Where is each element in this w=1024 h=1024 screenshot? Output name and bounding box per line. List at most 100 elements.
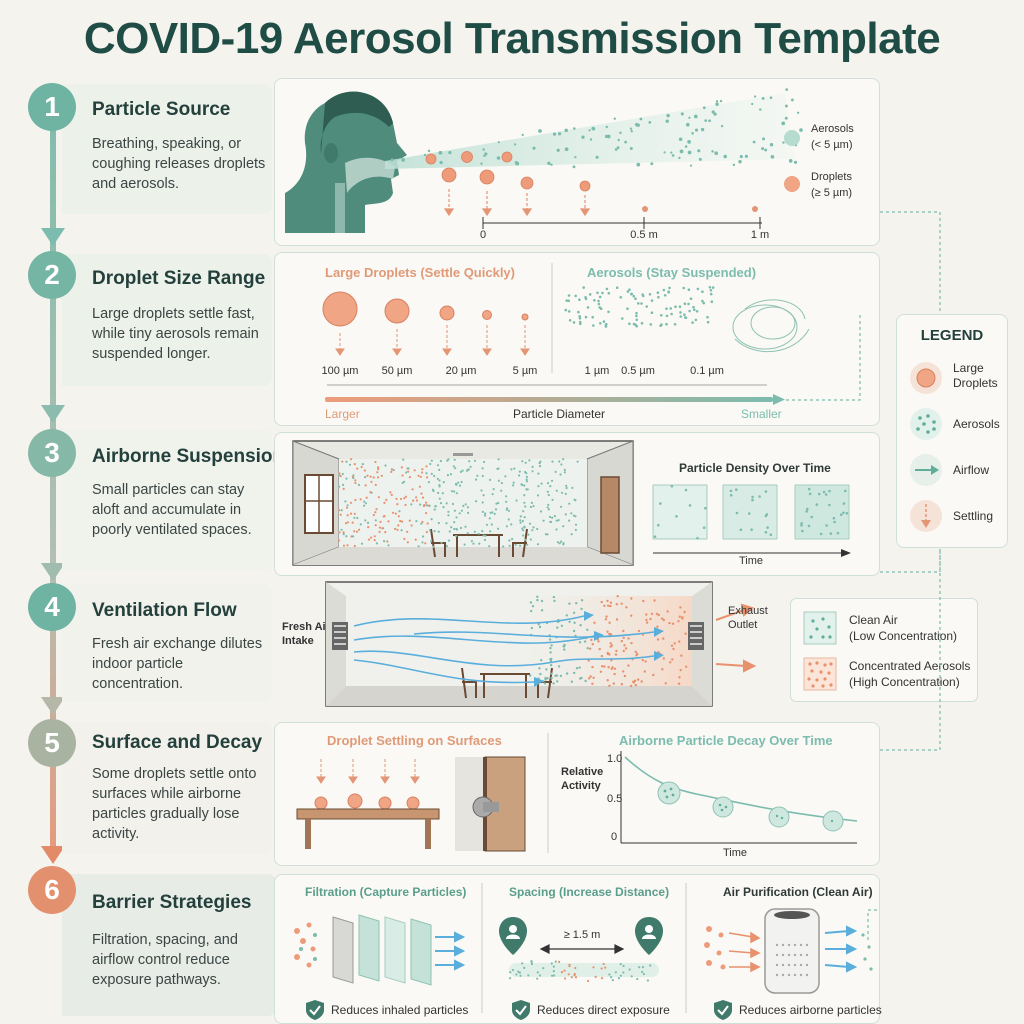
particle-dot (684, 488, 688, 492)
particle-dot (702, 301, 705, 305)
particle-dot (701, 299, 704, 303)
particle-dot (387, 520, 390, 523)
particle-dot (574, 294, 577, 298)
particle-dot (473, 459, 477, 462)
particle-dot (662, 637, 665, 640)
particle-dot (562, 543, 565, 546)
fresh-air-intake-label: Fresh Air Intake (282, 621, 330, 647)
particle-dot (512, 481, 515, 484)
particle-dot (575, 667, 579, 670)
particle-dot (600, 654, 604, 658)
particle-dot (427, 149, 431, 153)
particle-dot (521, 520, 524, 523)
particle-dot (666, 610, 669, 613)
particle-dot (513, 143, 517, 146)
particle-dot (679, 668, 682, 672)
particle-dot (453, 527, 456, 531)
particle-dot (636, 977, 639, 981)
particle-dot (815, 503, 819, 506)
particle-dot (638, 966, 641, 969)
particle-dot (799, 128, 803, 132)
particle-dot (360, 542, 364, 545)
particle-dot (353, 463, 356, 466)
particle-dot (591, 315, 594, 319)
particle-dot (383, 501, 386, 504)
particle-dot (679, 315, 683, 318)
size-label-01: 0.1 µm (690, 365, 724, 377)
particle-dot (396, 503, 399, 506)
door-handle-icon (455, 756, 526, 852)
particle-dot (564, 977, 567, 980)
particle-dot (373, 535, 376, 538)
particle-dot (346, 521, 350, 524)
particle-dot (425, 465, 428, 468)
particle-dot (437, 521, 440, 525)
particle-dot (361, 463, 364, 466)
particle-dot (559, 674, 563, 678)
particle-dot (790, 98, 794, 102)
particle-dot (521, 962, 524, 965)
particle-dot (394, 512, 397, 515)
spacing-people-icon (499, 917, 663, 977)
particle-dot (536, 598, 539, 602)
particle-dot (729, 489, 733, 493)
ytick-1: 1.0 (607, 753, 623, 765)
particle-dot (521, 133, 524, 137)
particle-dot (403, 497, 406, 500)
particle-dot (555, 519, 558, 522)
particle-dot (577, 310, 580, 314)
particle-dot (532, 526, 535, 529)
particle-dot (574, 523, 578, 526)
particle-dot (530, 501, 533, 504)
particle-dot (433, 530, 436, 533)
particle-dot (805, 510, 808, 513)
particle-dot (425, 472, 428, 475)
particle-dot (519, 521, 522, 524)
particle-dot (412, 499, 415, 502)
particle-dot (670, 644, 674, 647)
particle-dot (558, 960, 561, 963)
particle-dot (735, 488, 738, 491)
particle-dot (445, 502, 448, 505)
particle-dot (344, 522, 348, 525)
particle-dot (481, 467, 484, 470)
particle-dot (556, 680, 559, 683)
particle-dot (544, 676, 547, 680)
legend-aerosols: Aerosols (953, 417, 1000, 431)
particle-dot (600, 600, 603, 604)
particle-dot (738, 159, 742, 164)
particle-dot (481, 501, 484, 504)
particle-dot (373, 539, 376, 542)
particle-dot (622, 636, 625, 639)
particle-dot (556, 148, 560, 152)
particle-dot (495, 502, 498, 505)
legend-airflow: Airflow (953, 463, 990, 477)
dist-label-0: 0 (479, 229, 487, 241)
particle-dot (518, 470, 521, 473)
particle-dot (455, 528, 459, 531)
particle-dot (589, 138, 593, 141)
particle-dot (649, 323, 653, 326)
particle-dot (550, 644, 553, 647)
particle-dot (602, 320, 606, 323)
particle-dot (380, 474, 383, 477)
particle-dot (505, 495, 508, 498)
settling-title: Droplet Settling on Surfaces (327, 733, 502, 748)
particle-dot (346, 506, 349, 509)
particle-dot (547, 508, 550, 511)
particle-dot (536, 971, 539, 974)
particle-dot (480, 162, 483, 165)
particle-dot (529, 538, 532, 541)
particle-dot (517, 970, 520, 973)
ytick-05: 0.5 (607, 793, 623, 805)
particle-dot (553, 515, 556, 518)
particle-dot (602, 962, 605, 966)
particle-dot (614, 653, 618, 656)
particle-dot (529, 674, 532, 677)
particle-dot (467, 468, 470, 471)
particle-dot (702, 106, 706, 110)
time-label: Time (738, 555, 764, 567)
particle-dot (482, 494, 485, 497)
particle-dot (632, 294, 636, 298)
particle-dot (399, 497, 403, 501)
